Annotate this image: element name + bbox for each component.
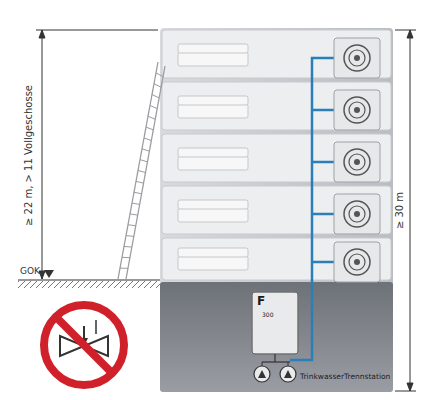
height-label: ≥ 22 m, > 11 Vollgeschosse (23, 83, 34, 228)
station-area: TrinkwasserTrennstation (300, 372, 390, 381)
ground-level-label: GOK (20, 266, 40, 276)
ladder-rungs (120, 73, 163, 269)
station-label: TrinkwasserTrennstation (300, 372, 390, 381)
gok-marker (44, 270, 54, 278)
ground-line (18, 279, 160, 280)
depth-dimension (395, 30, 416, 391)
depth-label: ≥ 30 m (394, 189, 405, 230)
basement (160, 282, 393, 392)
height-dimension (36, 30, 158, 279)
prohibition-sign (44, 305, 124, 385)
device-logo: F (257, 294, 265, 308)
separation-station (252, 292, 298, 382)
sofas (178, 44, 248, 270)
ladder (118, 62, 165, 279)
device-model: 300 (262, 311, 273, 318)
hose-reels (334, 38, 380, 282)
ground-hatch (18, 281, 160, 288)
building (160, 28, 393, 392)
